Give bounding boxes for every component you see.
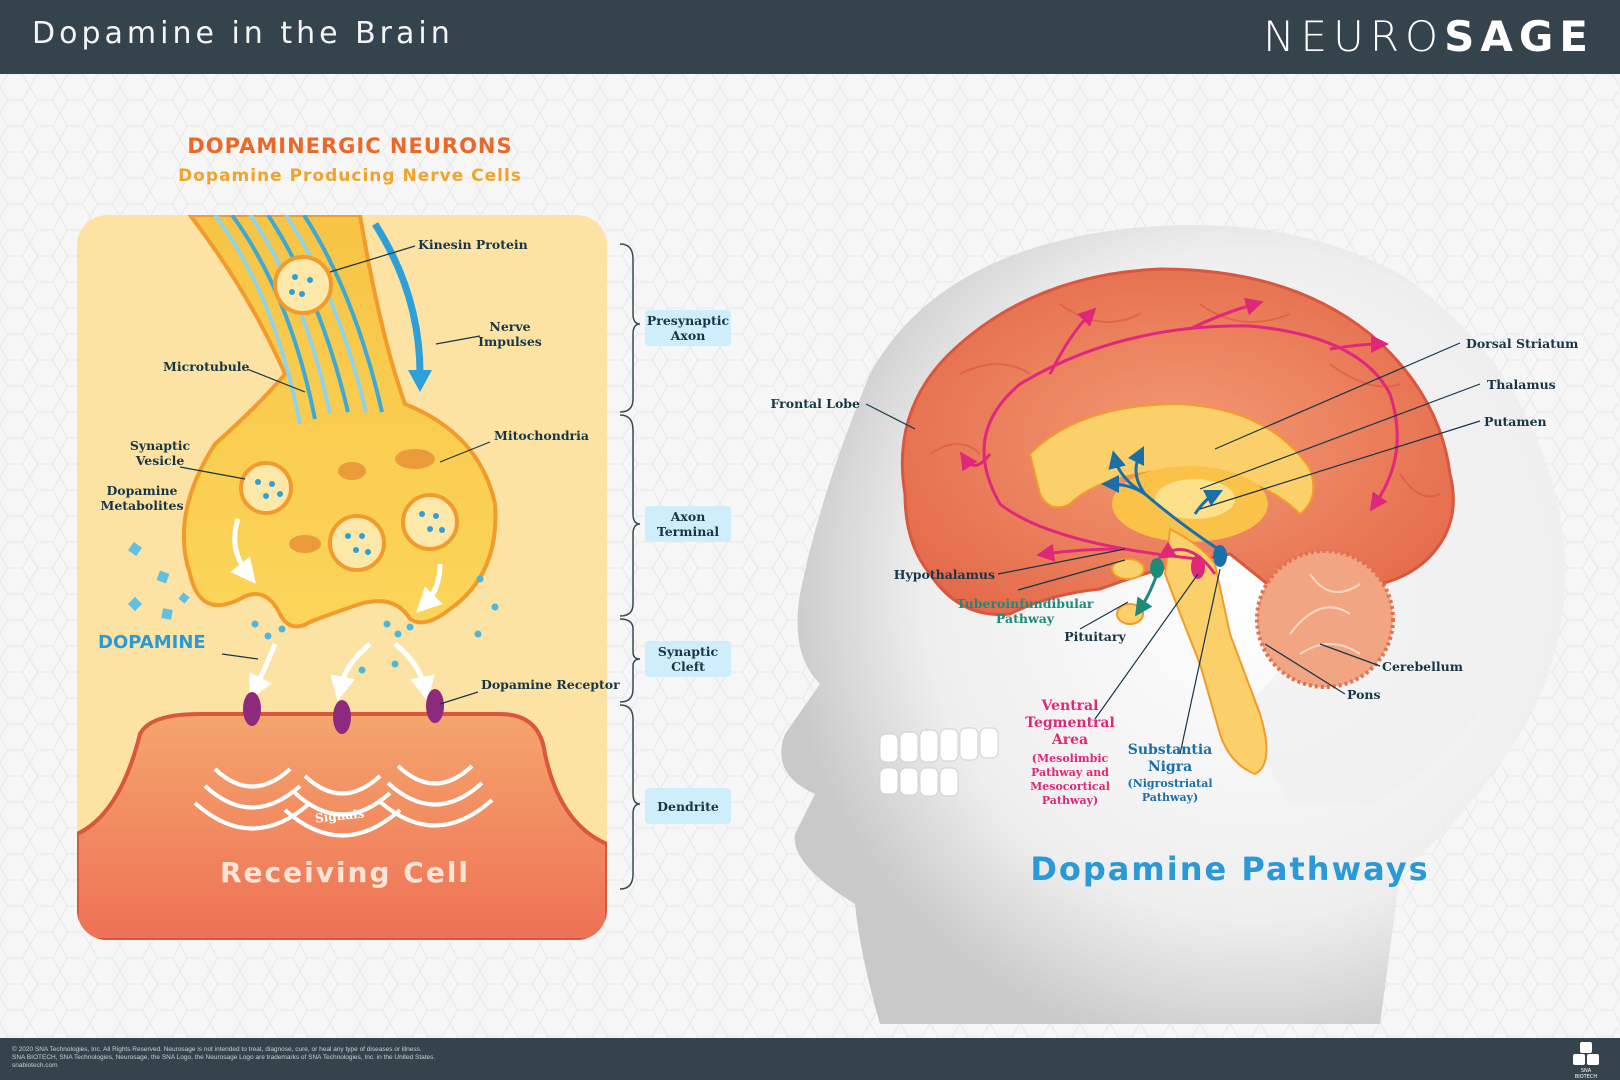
sna-logo-icon (1573, 1042, 1599, 1065)
label-tuberoinfundibular: Tuberoinfundibular Pathway (956, 596, 1094, 626)
stage-synaptic-cleft: Synaptic Cleft (645, 641, 731, 677)
label-dopamine-receptor: Dopamine Receptor (481, 677, 620, 692)
stage-presynaptic-axon: Presynaptic Axon (645, 310, 731, 346)
pathways-title: Dopamine Pathways (1030, 850, 1430, 888)
stage-bracket (619, 243, 641, 890)
label-putamen: Putamen (1484, 414, 1547, 429)
brand-logo: NEUROSAGE (1263, 12, 1594, 61)
label-synaptic-vesicle: Synaptic Vesicle (129, 438, 191, 468)
stage-label: Synaptic Cleft (657, 644, 719, 674)
brand-light: NEURO (1263, 12, 1445, 61)
neurons-subtitle: Dopamine Producing Nerve Cells (178, 166, 522, 186)
illustration-canvas (0, 74, 1620, 1038)
label-vta-note: (Mesolimbic Pathway and Mesocortical Pat… (1030, 752, 1110, 807)
page-title: Dopamine in the Brain (32, 16, 454, 51)
label-pons: Pons (1347, 687, 1381, 702)
label-pituitary: Pituitary (1064, 629, 1126, 644)
label-substantia-note: (Nigrostriatal Pathway) (1127, 777, 1213, 804)
stage-label: Presynaptic Axon (646, 313, 730, 343)
label-dopamine: DOPAMINE (98, 632, 206, 653)
label-dopamine-metabolites: Dopamine Metabolites (100, 483, 184, 513)
label-microtubule: Microtubule (163, 359, 250, 374)
synapse-panel (77, 215, 607, 940)
header-bar: Dopamine in the Brain NEUROSAGE (0, 0, 1620, 74)
label-thalamus: Thalamus (1487, 377, 1556, 392)
label-hypothalamus: Hypothalamus (893, 567, 995, 582)
receiving-cell-title: Receiving Cell (219, 856, 471, 889)
sna-logo-text: SNA BIOTECH (1574, 1068, 1598, 1080)
sna-logo: SNA BIOTECH (1570, 1042, 1602, 1080)
label-kinesin: Kinesin Protein (418, 237, 528, 252)
brand-bold: SAGE (1444, 12, 1594, 61)
head-illustration (781, 225, 1565, 1024)
label-dorsal-striatum: Dorsal Striatum (1466, 336, 1579, 351)
label-vta: Ventral Tegmentral Area (1025, 698, 1115, 748)
label-nerve-impulses: Nerve Impulses (478, 319, 542, 349)
label-frontal-lobe: Frontal Lobe (770, 396, 860, 411)
footer-bar: © 2020 SNA Technologies, Inc. All Rights… (0, 1038, 1620, 1080)
stage-label: Axon Terminal (656, 509, 720, 539)
vesicle-group (239, 255, 459, 572)
neurons-title: DOPAMINERGIC NEURONS (187, 134, 513, 158)
stage-label: Dendrite (657, 798, 719, 814)
label-cerebellum: Cerebellum (1382, 659, 1463, 674)
label-substantia-nigra: Substantia Nigra (1127, 742, 1213, 775)
label-mitochondria: Mitochondria (494, 428, 589, 443)
stage-axon-terminal: Axon Terminal (645, 506, 731, 542)
poster-canvas: DOPAMINERGIC NEURONS Dopamine Producing … (0, 74, 1620, 1038)
footer-legal: © 2020 SNA Technologies, Inc. All Rights… (12, 1046, 436, 1069)
stage-dendrite: Dendrite (645, 788, 731, 824)
